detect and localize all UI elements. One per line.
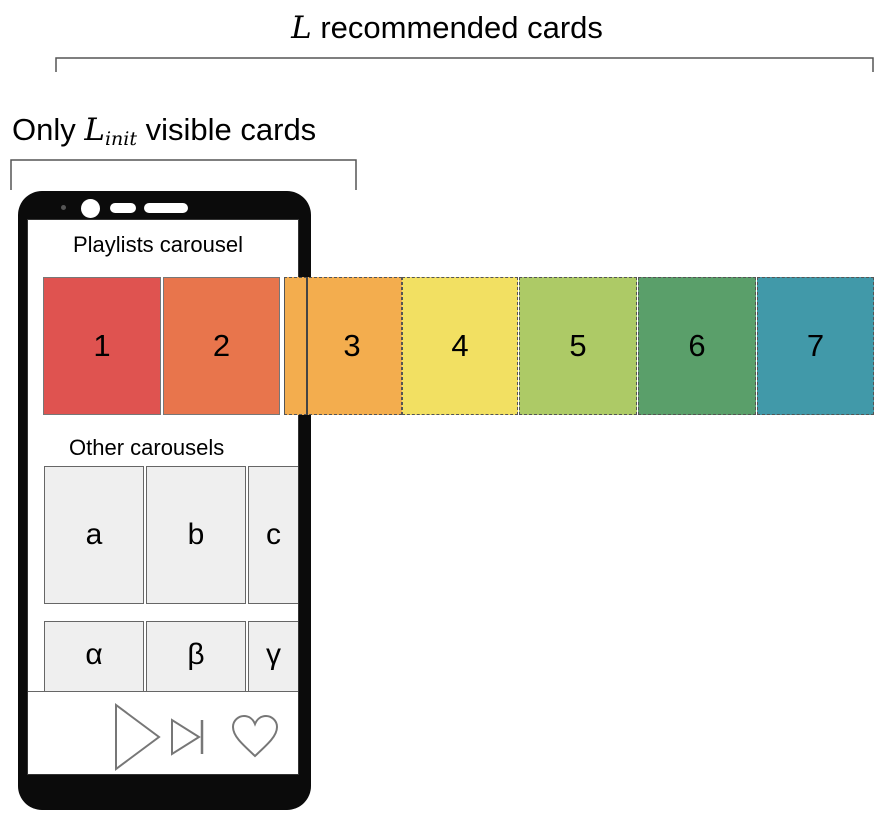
visible-suffix: visible cards — [145, 112, 317, 147]
visible-var: L — [84, 112, 105, 148]
skip-next-icon[interactable] — [171, 718, 204, 756]
playlist-card-7[interactable]: 7 — [757, 277, 874, 415]
playlist-card-4-label: 4 — [451, 328, 469, 363]
player-controls — [28, 691, 298, 774]
speaker-grille-icon — [144, 203, 188, 213]
playlist-card-4[interactable]: 4 — [402, 277, 518, 415]
phone-top-bar — [18, 191, 311, 219]
playlist-card-5[interactable]: 5 — [519, 277, 637, 415]
visible-subscript: init — [104, 128, 137, 150]
visible-count-variable: Linit — [84, 112, 137, 150]
recommended-count-variable: L — [291, 10, 312, 46]
playlist-card-2-label: 2 — [212, 328, 231, 363]
playlist-card-5-label: 5 — [569, 328, 587, 363]
sensor-icon — [61, 205, 66, 210]
carousel-card-c[interactable]: c — [248, 466, 298, 604]
visible-bracket — [10, 159, 357, 190]
other-carousels-title: Other carousels — [69, 435, 225, 460]
playlist-card-1[interactable]: 1 — [43, 277, 161, 415]
heart-icon[interactable] — [231, 714, 279, 758]
visible-cards-label: Only Linit visible cards — [12, 112, 316, 150]
carousel-card-beta[interactable]: β — [146, 621, 246, 701]
speaker-icon — [110, 203, 136, 213]
playlist-card-2[interactable]: 2 — [163, 277, 280, 415]
carousel-card-a[interactable]: a — [44, 466, 144, 604]
visible-prefix: Only — [12, 112, 76, 147]
playlist-card-7-label: 7 — [806, 328, 825, 363]
playlist-card-6[interactable]: 6 — [638, 277, 756, 415]
recommended-cards-label: L recommended cards — [0, 10, 894, 46]
play-icon[interactable] — [115, 703, 161, 771]
playlist-card-3[interactable]: 3 — [284, 277, 402, 415]
playlist-card-3-label: 3 — [343, 328, 361, 363]
carousel-card-b[interactable]: b — [146, 466, 246, 604]
playlists-carousel-title: Playlists carousel — [73, 232, 243, 257]
recommended-cards-text: recommended cards — [320, 10, 603, 45]
recommended-bracket — [55, 57, 874, 72]
screen-edge-line — [306, 277, 308, 415]
player-controls-icons — [115, 703, 279, 771]
camera-icon — [81, 199, 100, 218]
carousel-card-alpha[interactable]: α — [44, 621, 144, 701]
carousel-card-gamma[interactable]: γ — [248, 621, 298, 701]
playlist-card-6-label: 6 — [688, 328, 706, 363]
playlist-card-1-label: 1 — [93, 328, 111, 363]
